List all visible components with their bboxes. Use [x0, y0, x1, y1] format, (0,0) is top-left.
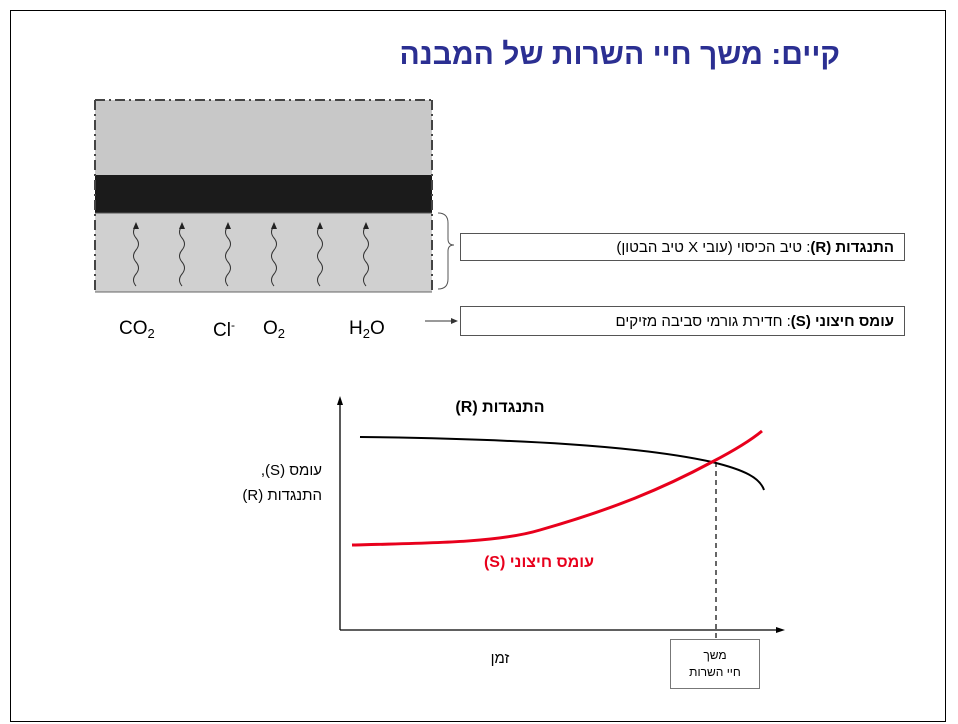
ingress-arrows: [133, 225, 369, 287]
rebar-layer: [95, 175, 432, 213]
load-curve: [351, 429, 763, 547]
service-life-line2: חיי השרות: [689, 665, 741, 679]
y-axis-label: עומס (S), התנגדות (R): [200, 458, 322, 508]
cover-zone: [95, 213, 432, 292]
resistance-box-title: התנגדות (R): [810, 238, 894, 256]
service-life-line1: משך: [703, 648, 727, 662]
agent-co2: CO2: [119, 318, 155, 341]
resistance-curve-label: התנגדות (R): [455, 399, 545, 416]
x-axis-label: זמן: [490, 650, 510, 667]
load-box: עומס חיצוני (S): חדירת גורמי סביבה מזיקי…: [460, 306, 905, 336]
x-axis-arrowhead: [776, 627, 785, 633]
resistance-box-text: : טיב הכיסוי (עובי X טיב הבטון): [616, 238, 811, 256]
load-arrowhead: [451, 318, 458, 324]
slide-frame: [10, 10, 946, 722]
load-curve-label: עומס חיצוני (S): [483, 554, 594, 571]
load-box-text: : חדירת גורמי סביבה מזיקים: [615, 312, 791, 330]
y-axis-label-line1: עומס (S),: [260, 462, 322, 479]
page-title: קיים: משך חיי השרות של המבנה: [399, 38, 840, 71]
resistance-curve: [359, 436, 765, 491]
ingress-arrow: [271, 225, 277, 287]
agent-o2: O2: [263, 318, 286, 341]
ingress-arrow: [179, 225, 185, 287]
agent-h2o: H2O: [349, 318, 385, 341]
ingress-arrow: [363, 225, 369, 287]
ingress-arrow: [225, 225, 231, 287]
agent-cl: Cl-: [213, 318, 235, 341]
y-axis-arrowhead: [337, 396, 343, 405]
load-box-title: עומס חיצוני (S): [790, 312, 894, 330]
y-axis-label-line2: התנגדות (R): [242, 487, 322, 504]
ingress-arrow: [133, 225, 139, 287]
ingress-arrow: [317, 225, 323, 287]
resistance-box: התנגדות (R): טיב הכיסוי (עובי X טיב הבטו…: [460, 233, 905, 261]
service-life-box: משך חיי השרות: [670, 639, 760, 689]
ingress-arrowheads: [133, 222, 369, 229]
cover-bracket: [437, 212, 455, 290]
